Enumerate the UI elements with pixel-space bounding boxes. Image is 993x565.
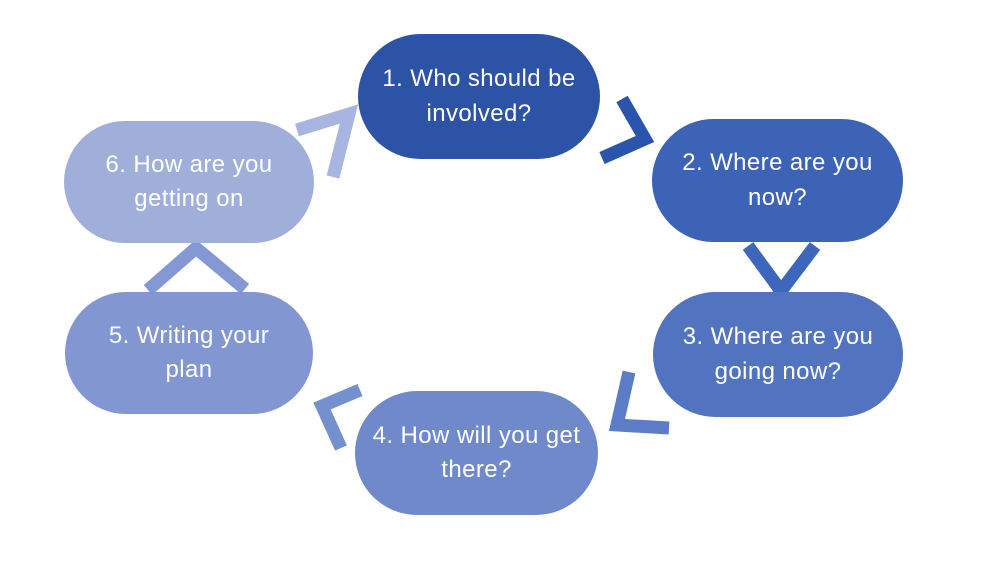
step-node-1-label-line-2: involved?: [426, 99, 532, 127]
step-node-2-label-line-2: now?: [748, 183, 807, 211]
step-node-5: 5. Writing your plan: [65, 292, 313, 414]
step-node-4-label-line-2: there?: [441, 456, 512, 483]
step-node-1: 1. Who should be involved?: [358, 34, 600, 159]
step-node-2-label-line-1: 2. Where are you: [682, 149, 873, 177]
step-node-4: 4. How will you get there?: [355, 391, 598, 515]
arrow-4-5-chevron-icon: [313, 384, 363, 451]
step-node-3-label-line-2: going now?: [714, 357, 842, 385]
step-node-2: 2. Where are you now?: [652, 119, 903, 242]
arrow-5-6-chevron-icon: [143, 239, 250, 295]
step-node-5-label-line-2: plan: [165, 356, 213, 383]
step-node-1-label-line-1: 1. Who should be: [382, 65, 576, 93]
arrow-1-2-chevron-icon: [599, 95, 655, 164]
arrow-2-3-chevron-icon: [742, 242, 821, 302]
step-node-3: 3. Where are you going now?: [653, 292, 903, 417]
step-node-5-label-line-1: 5. Writing your: [108, 321, 270, 349]
step-node-6-label-line-2: getting on: [134, 185, 244, 212]
step-node-4-label-line-1: 4. How will you get: [372, 421, 581, 449]
step-node-3-label-line-1: 3. Where are you: [682, 323, 874, 351]
step-node-6-label-line-1: 6. How are you: [105, 150, 273, 178]
step-node-6: 6. How are you getting on: [64, 121, 314, 243]
